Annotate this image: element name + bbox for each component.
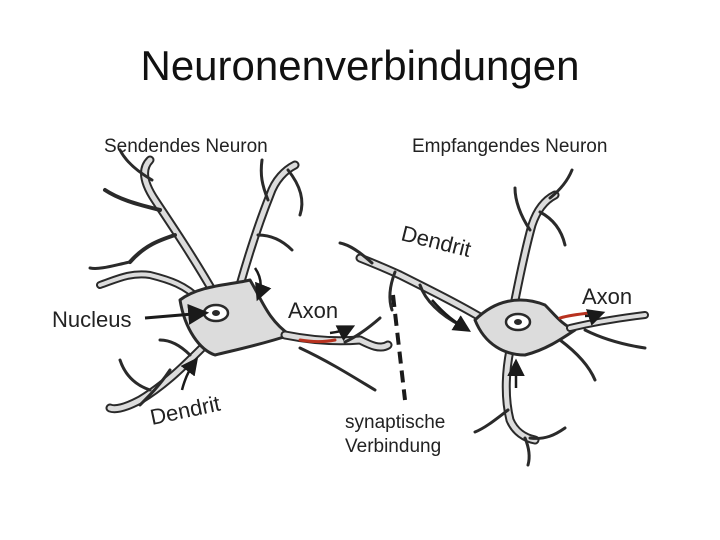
sending-neuron xyxy=(88,148,393,414)
nucleus-pointer-line xyxy=(144,303,210,325)
label-axon-left: Axon xyxy=(288,298,338,323)
slide-title: Neuronenverbindungen xyxy=(140,42,580,89)
receiving-axon xyxy=(558,311,649,382)
label-nucleus: Nucleus xyxy=(52,307,131,332)
signal-arrows xyxy=(144,267,606,391)
label-synapse-line2: Verbindung xyxy=(345,436,441,457)
synapse-gap-line xyxy=(391,294,407,401)
arrow-receiving-dendrite xyxy=(431,299,471,332)
label-sending-neuron: Sendendes Neuron xyxy=(104,136,268,157)
label-receiving-neuron: Empfangendes Neuron xyxy=(412,136,607,157)
label-dendrite-bottom: Dendrit xyxy=(148,391,223,430)
sending-axon-highlight xyxy=(298,338,337,343)
label-dendrite-top: Dendrit xyxy=(399,221,474,262)
arrow-receiving-axon xyxy=(584,309,606,326)
label-synapse-line1: synaptische xyxy=(345,412,445,433)
arrow-sending-dendrite-bottom xyxy=(180,357,199,391)
sending-axon xyxy=(280,316,393,392)
diagram-labels: Sendendes Neuron Empfangendes Neuron Nuc… xyxy=(52,136,632,457)
sending-cell-body xyxy=(178,278,292,357)
receiving-dendrites xyxy=(338,168,574,467)
arrow-sending-dendrite-top xyxy=(253,267,272,302)
receiving-neuron xyxy=(338,168,649,467)
label-axon-right: Axon xyxy=(582,284,632,309)
arrow-sending-axon xyxy=(329,325,356,342)
sending-dendrites xyxy=(88,148,304,414)
